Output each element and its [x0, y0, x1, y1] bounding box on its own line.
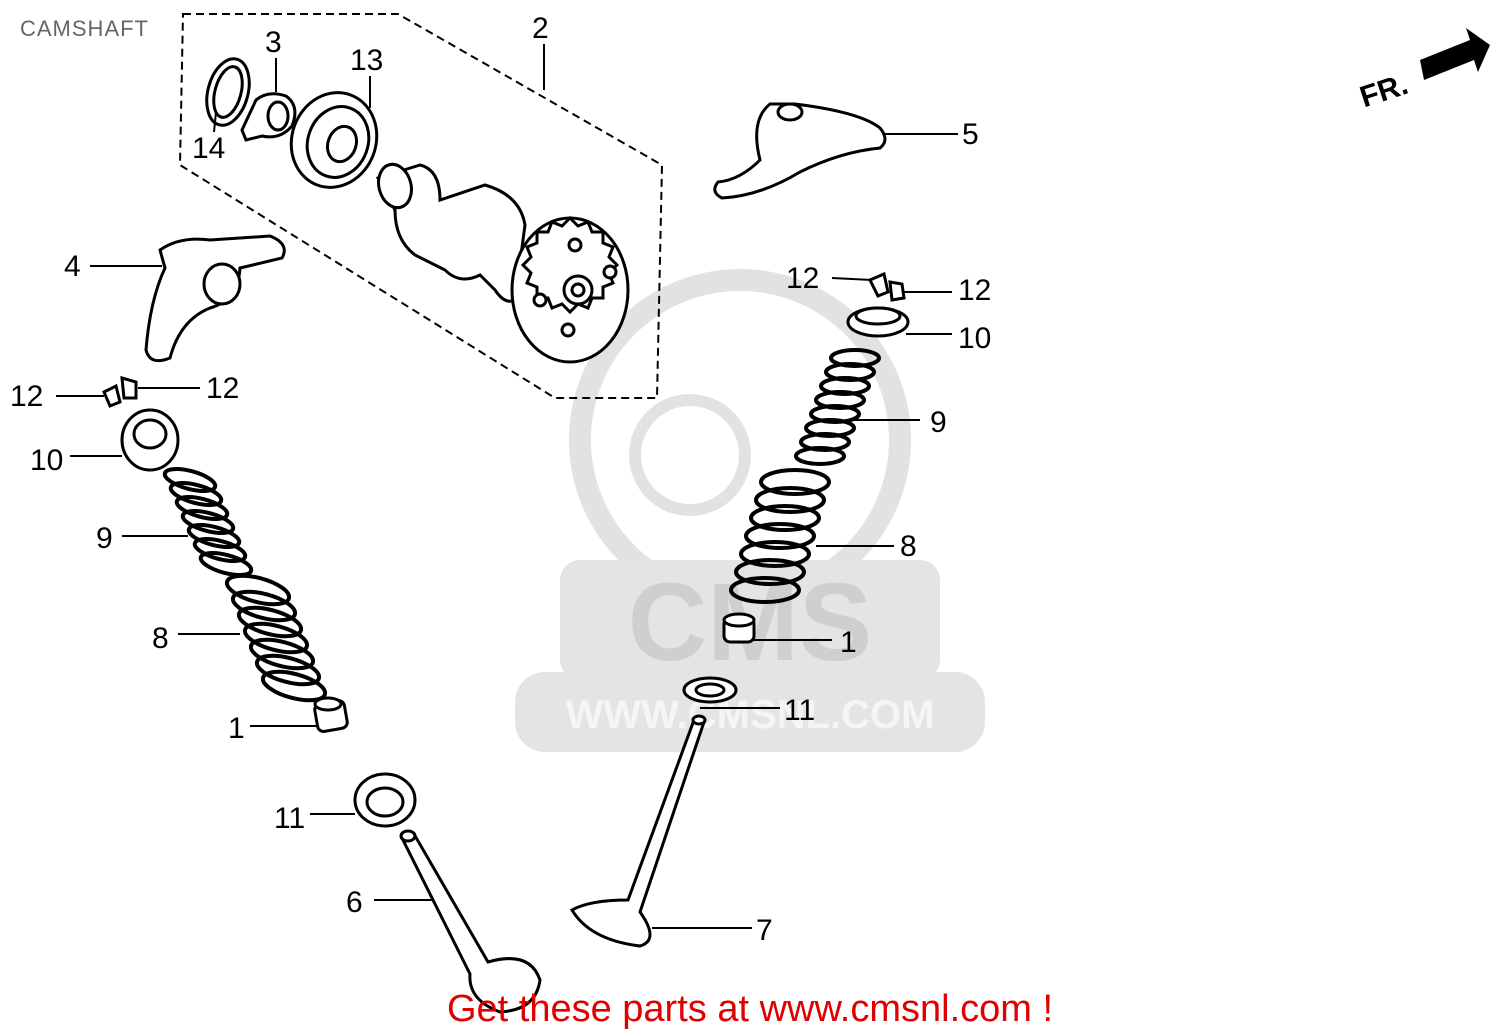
callout-12-right-lower: 12	[958, 274, 991, 307]
callout-11-left: 11	[274, 802, 305, 835]
valve-cotters-left-part	[102, 375, 138, 408]
camshaft-assembly-box	[178, 13, 664, 399]
callout-7: 7	[756, 914, 773, 947]
stem-seal-left-part	[313, 696, 349, 733]
footer-link[interactable]: Get these parts at www.cmsnl.com !	[446, 988, 1054, 1030]
camshaft-part	[375, 162, 630, 364]
spring-retainer-right-part	[846, 306, 910, 338]
callout-1-right: 1	[840, 626, 857, 659]
spring-retainer-left-part	[120, 408, 180, 472]
front-direction-arrow: FR.	[1356, 28, 1490, 114]
callout-12-left-upper: 12	[206, 372, 239, 405]
intake-valve-part	[399, 829, 542, 1014]
circlip-part	[205, 57, 251, 127]
rocker-arm-left-part	[144, 234, 286, 363]
callout-9-right: 9	[930, 406, 947, 439]
spring-seat-right-part	[682, 676, 738, 704]
direction-label: FR.	[1356, 68, 1412, 114]
bearing-part	[289, 91, 379, 189]
callout-6: 6	[346, 886, 363, 919]
callout-12-left-lower: 12	[10, 380, 43, 413]
callout-1-left: 1	[228, 712, 245, 745]
callout-5: 5	[962, 118, 979, 151]
outer-spring-right-part	[729, 468, 831, 604]
valve-cotters-right-part	[867, 271, 906, 302]
callout-2: 2	[532, 12, 549, 45]
outer-spring-left-part	[224, 573, 328, 703]
callout-12-right-upper: 12	[786, 262, 819, 295]
callout-4: 4	[64, 250, 81, 283]
callout-3: 3	[265, 26, 282, 59]
cmsnl-watermark: CMS WWW.CMSNL.COM	[515, 269, 985, 752]
callout-10-right: 10	[958, 322, 991, 355]
inner-spring-right-part	[794, 348, 881, 466]
callout-9-left: 9	[96, 522, 113, 555]
stem-seal-right-part	[722, 612, 756, 644]
callout-8-right: 8	[900, 530, 917, 563]
callout-13: 13	[350, 44, 383, 77]
callout-11-right: 11	[784, 694, 815, 727]
rocker-arm-right-part	[713, 102, 887, 200]
stopper-plate-part	[240, 92, 297, 142]
callout-10-left: 10	[30, 444, 63, 477]
inner-spring-left-part	[162, 467, 254, 577]
exhaust-valve-part	[569, 714, 707, 948]
leader-lines	[56, 44, 958, 929]
callout-8-left: 8	[152, 622, 169, 655]
page-title: CAMSHAFT	[20, 16, 149, 41]
watermark-url: WWW.CMSNL.COM	[566, 693, 935, 737]
spring-seat-left-part	[353, 772, 417, 828]
callout-14: 14	[192, 132, 225, 165]
